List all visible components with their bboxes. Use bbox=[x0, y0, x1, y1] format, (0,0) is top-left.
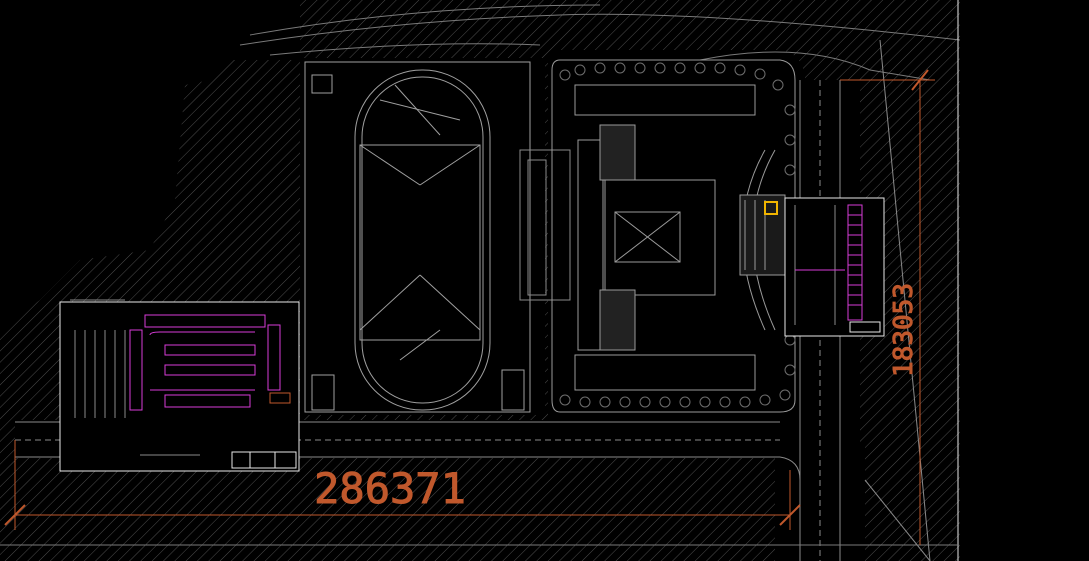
drawing-frame bbox=[0, 0, 959, 561]
corridor bbox=[519, 149, 571, 301]
selection-grip[interactable] bbox=[764, 201, 778, 215]
dimension-vertical[interactable]: 183053 bbox=[840, 69, 935, 545]
dimension-horizontal-value: 286371 bbox=[314, 464, 466, 513]
contour-lines bbox=[239, 4, 961, 81]
parking-sheet-left bbox=[59, 299, 300, 472]
sports-field bbox=[304, 61, 531, 413]
dimension-horizontal[interactable]: 286371 bbox=[4, 440, 801, 530]
parking-block-right bbox=[784, 197, 885, 337]
landscape-trees bbox=[559, 62, 796, 408]
dimension-vertical-value: 183053 bbox=[889, 283, 919, 377]
